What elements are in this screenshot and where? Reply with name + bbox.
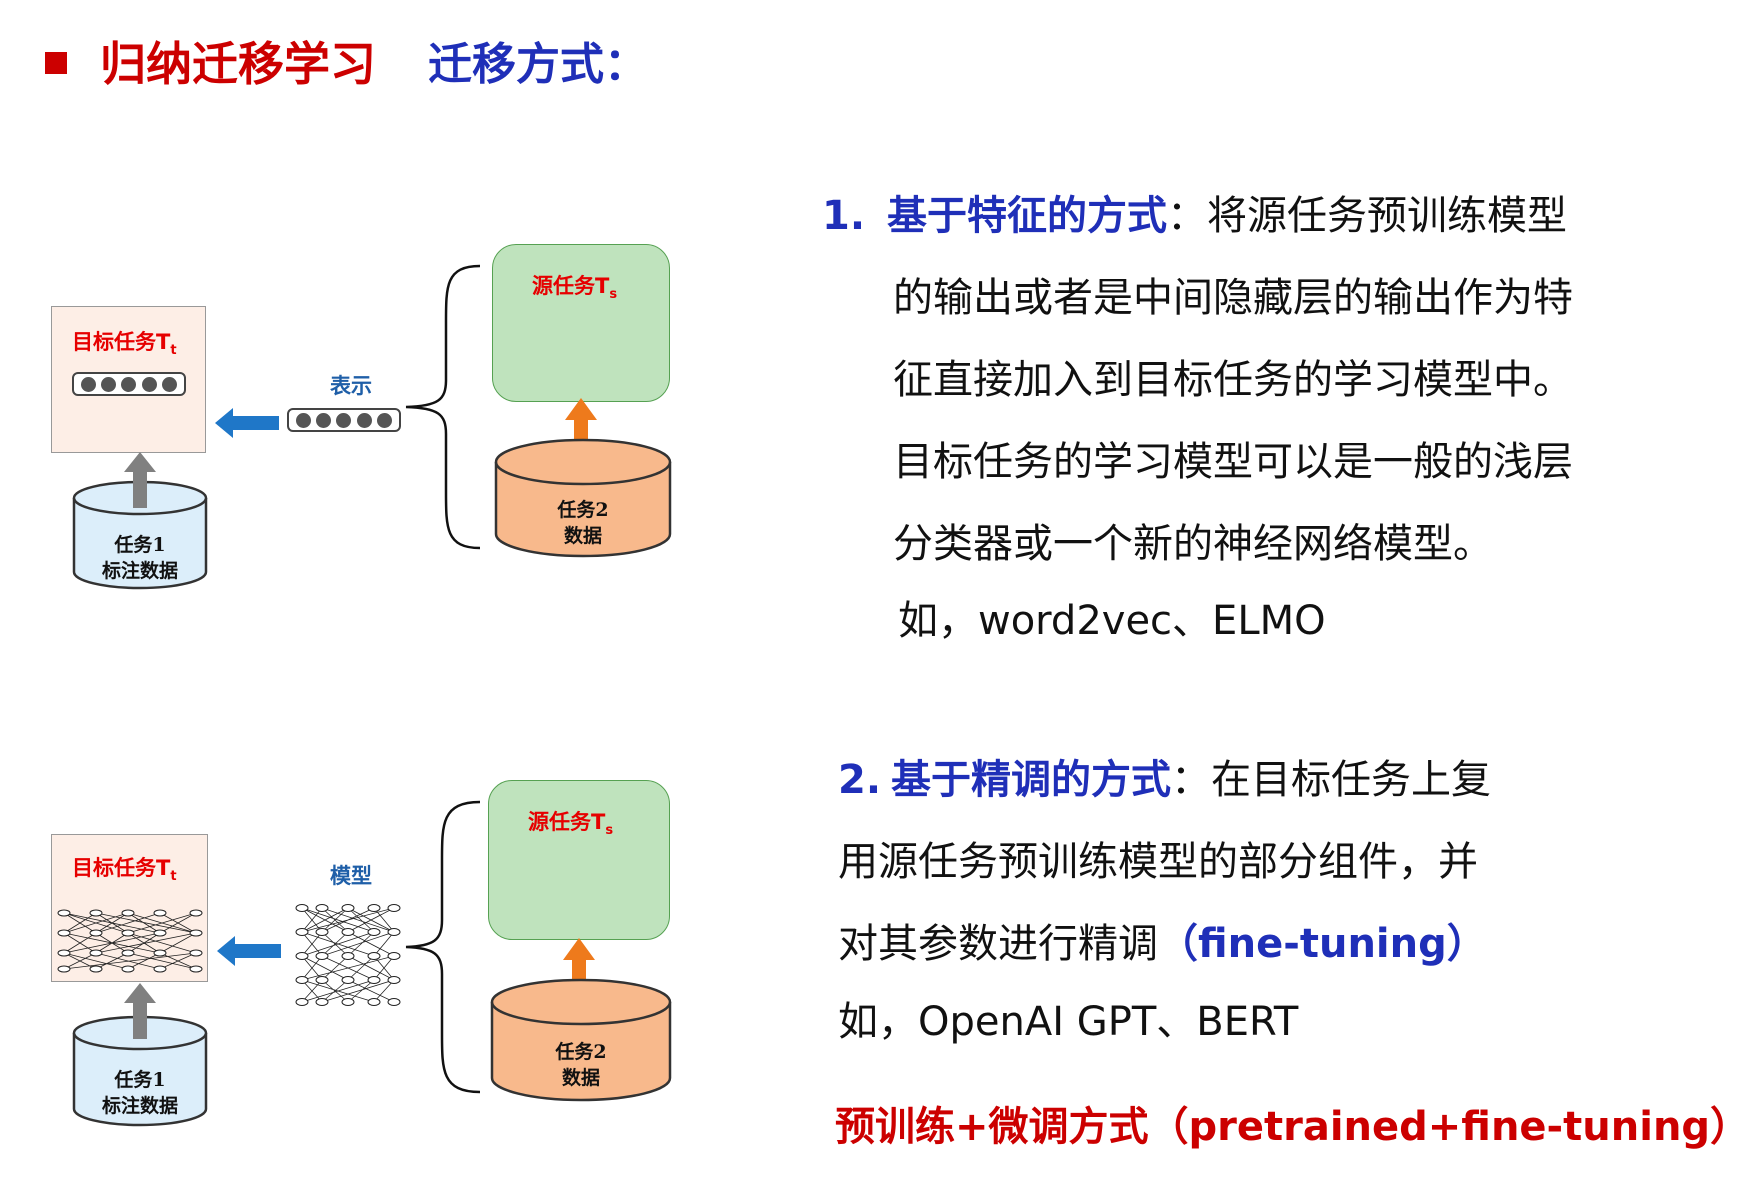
method-1-line-5: 分类器或一个新的神经网络模型。 xyxy=(893,521,1493,567)
target-task-box xyxy=(51,834,208,982)
left-arrow-blue-icon xyxy=(217,936,281,966)
method-1-line-4: 目标任务的学习模型可以是一般的浅层 xyxy=(893,439,1573,485)
up-arrow-gray-icon xyxy=(124,983,156,1039)
target-task-label: 目标任务Tt xyxy=(72,330,177,359)
task2-database-label: 任务2 数据 xyxy=(557,499,609,547)
method-1-line-3: 征直接加入到目标任务的学习模型中。 xyxy=(893,357,1573,403)
model-label: 模型 xyxy=(330,864,372,888)
task1-database-label: 任务1 标注数据 xyxy=(101,1069,178,1117)
brace-icon xyxy=(405,800,481,1094)
method-1-line-2: 的输出或者是中间隐藏层的输出作为特 xyxy=(893,275,1573,321)
up-arrow-gray-icon xyxy=(124,452,156,508)
title-bullet-icon xyxy=(45,52,67,74)
task1-database-label: 任务1 标注数据 xyxy=(101,534,178,582)
page-subtitle: 迁移方式： xyxy=(428,39,648,90)
method-1-example: 如，word2vec、ELMO xyxy=(898,598,1326,644)
output-vector-icon xyxy=(287,408,401,432)
method-1-line-1: 1.基于特征的方式：将源任务预训练模型 xyxy=(822,193,1568,239)
page-title: 归纳迁移学习 xyxy=(100,37,376,91)
representation-label: 表示 xyxy=(330,374,372,398)
footer-summary: 预训练+微调方式（pretrained+fine-tuning） xyxy=(835,1104,1751,1150)
method-2-line-3: 对其参数进行精调（fine-tuning） xyxy=(838,921,1487,967)
representation-vector-icon xyxy=(72,372,186,396)
up-arrow-orange-icon xyxy=(565,398,597,464)
task2-database-label: 任务2 数据 xyxy=(555,1041,607,1089)
brace-icon xyxy=(405,264,481,550)
target-network-icon xyxy=(57,909,203,973)
method-2-example: 如，OpenAI GPT、BERT xyxy=(838,999,1299,1045)
left-arrow-blue-icon xyxy=(215,408,279,438)
source-task-box xyxy=(492,244,670,402)
transferred-network-icon xyxy=(295,904,401,1006)
method-2-line-2: 用源任务预训练模型的部分组件，并 xyxy=(838,839,1478,885)
method-2-line-1: 2.基于精调的方式：在目标任务上复 xyxy=(838,757,1492,803)
task2-database-icon xyxy=(490,978,672,1102)
source-task-label: 源任务Ts xyxy=(532,274,618,303)
source-task-box xyxy=(488,780,670,940)
up-arrow-orange-icon xyxy=(563,938,595,1004)
source-task-label: 源任务Ts xyxy=(528,810,614,839)
task2-database-icon xyxy=(494,438,672,558)
target-task-label: 目标任务Tt xyxy=(72,856,177,885)
